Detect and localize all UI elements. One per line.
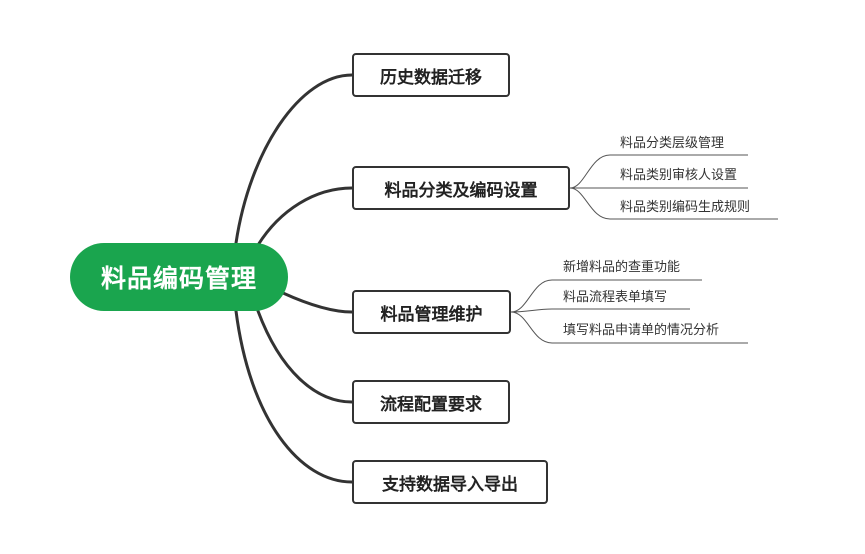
topic-label: 历史数据迁移 [380, 67, 482, 88]
root-link-topic-1 [234, 73, 354, 245]
subtopic-category-hierarchy[interactable]: 料品分类层级管理 [620, 136, 725, 151]
topic-label: 料品分类及编码设置 [384, 180, 538, 201]
topic-category-coding[interactable]: 料品分类及编码设置 [352, 166, 570, 210]
topic-label: 支持数据导入导出 [382, 474, 518, 495]
topic-import-export[interactable]: 支持数据导入导出 [352, 460, 548, 504]
root-link-topic-3 [281, 291, 354, 314]
root-link-topic-2 [256, 186, 354, 247]
sub-link-3-3 [510, 311, 748, 344]
sub-link-3-2 [510, 308, 690, 313]
topic-label: 流程配置要求 [380, 394, 482, 415]
topic-workflow-config[interactable]: 流程配置要求 [352, 380, 510, 424]
sub-link-2-1 [569, 154, 748, 189]
root-node[interactable]: 料品编码管理 [70, 243, 288, 311]
subtopic-category-reviewer[interactable]: 料品类别审核人设置 [620, 168, 738, 183]
subtopic-category-code-rule[interactable]: 料品类别编码生成规则 [620, 200, 751, 215]
subtopic-duplicate-check[interactable]: 新增料品的查重功能 [563, 260, 681, 275]
topic-label: 料品管理维护 [380, 304, 483, 325]
root-link-topic-5 [234, 309, 354, 484]
root-link-topic-4 [256, 309, 354, 404]
root-label: 料品编码管理 [100, 264, 257, 293]
subtopic-application-analysis[interactable]: 填写料品申请单的情况分析 [563, 323, 720, 338]
subtopic-workflow-form[interactable]: 料品流程表单填写 [563, 290, 668, 305]
sub-link-3-1 [510, 279, 702, 313]
topic-history-migration[interactable]: 历史数据迁移 [352, 53, 510, 97]
topic-material-maintenance[interactable]: 料品管理维护 [352, 290, 511, 334]
sub-link-2-3 [569, 187, 778, 220]
